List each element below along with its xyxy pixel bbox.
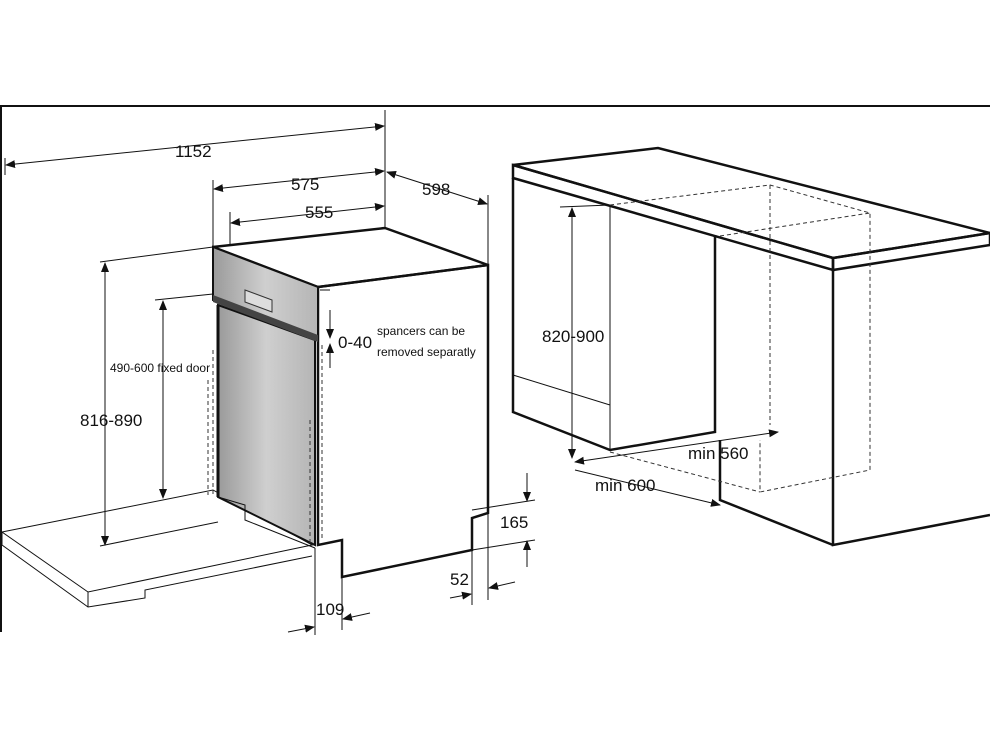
- dim-816-890: 816-890: [80, 411, 142, 430]
- dim-598: 598: [422, 180, 450, 199]
- display-window: [244, 289, 273, 313]
- kitchen-cabinet: [511, 146, 990, 547]
- dim-555: 555: [305, 203, 333, 222]
- dishwasher: [212, 226, 490, 579]
- dim-door-height: 490-600 fixed door: [110, 361, 210, 375]
- dim-min-600: min 600: [595, 476, 655, 495]
- dim-165: 165: [500, 513, 528, 532]
- dimension-lines: [5, 122, 531, 633]
- dim-575: 575: [291, 175, 319, 194]
- door-panel: [217, 303, 316, 547]
- dim-109: 109: [316, 600, 344, 619]
- spacer-note-2: removed separatly: [377, 345, 476, 359]
- dim-1152: 1152: [175, 142, 212, 161]
- dim-52: 52: [450, 570, 469, 589]
- floor-platform: [0, 350, 314, 608]
- dim-spacer: 0-40: [338, 333, 372, 352]
- dim-820-900: 820-900: [542, 327, 604, 346]
- spacer-note-1: spancers can be: [377, 324, 465, 338]
- dim-min-560: min 560: [688, 444, 748, 463]
